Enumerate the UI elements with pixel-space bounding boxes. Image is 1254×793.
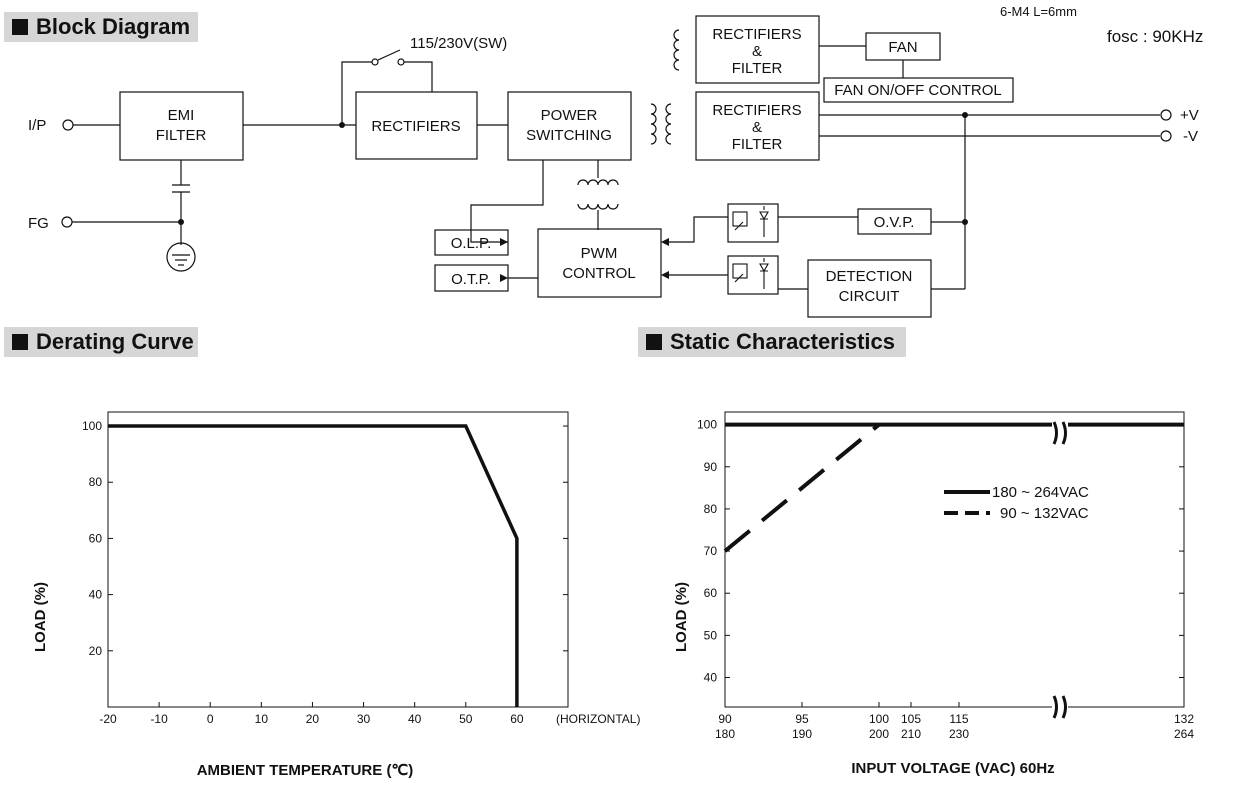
power-text-2: SWITCHING: [526, 127, 612, 144]
block-diagram-header: Block Diagram: [4, 12, 198, 42]
fosc-label: fosc : 90KHz: [1107, 27, 1203, 46]
static-header: Static Characteristics: [638, 327, 906, 357]
ovp-text: O.V.P.: [874, 214, 915, 231]
pos-terminal-label: +V: [1180, 107, 1199, 124]
static-x-tick-label-bottom: 200: [869, 727, 889, 741]
derating-y-tick-label: 80: [89, 475, 103, 489]
derating-x-tick-label: 20: [306, 712, 320, 726]
static-x-tick-label-bottom: 210: [901, 727, 921, 741]
rectf-top-text-1: RECTIFIERS: [712, 26, 801, 43]
fan-control-block: [823, 77, 1014, 103]
static-y-tick-label: 70: [704, 544, 718, 558]
optocoupler-bottom: [727, 255, 779, 295]
rectf-top-text-3: FILTER: [732, 60, 783, 77]
derating-x-tick-label: -20: [99, 712, 117, 726]
rectf-main-text-3: FILTER: [732, 136, 783, 153]
derating-y-tick-label: 60: [89, 531, 103, 545]
detection-circuit-block: [807, 259, 932, 318]
emi-text-1: EMI: [168, 107, 195, 124]
neg-terminal-label: -V: [1183, 128, 1198, 145]
axis-break-icon: [1052, 420, 1068, 720]
static-x-tick-label-bottom: 190: [792, 727, 812, 741]
derating-x-axis-label: AMBIENT TEMPERATURE (℃): [197, 762, 414, 779]
derating-x-tick-label: 60: [510, 712, 524, 726]
olp-block: [434, 229, 509, 256]
switch-label: 115/230V(SW): [410, 35, 507, 52]
derating-header: Derating Curve: [4, 327, 198, 357]
rectifiers-filter-fan-block: [695, 15, 820, 84]
static-x-tick-label-top: 100: [869, 712, 889, 726]
derating-y-tick-label: 20: [89, 644, 103, 658]
rectf-top-text-2: &: [752, 43, 762, 60]
power-switching-block: [507, 91, 632, 161]
rectf-main-text-2: &: [752, 119, 762, 136]
ip-terminal-label: I/P: [28, 117, 46, 134]
derating-x-tick-label: 10: [255, 712, 269, 726]
static-x-tick-label-bottom: 180: [715, 727, 735, 741]
header-square-icon: [12, 19, 28, 35]
static-x-axis-label: INPUT VOLTAGE (VAC) 60Hz: [851, 760, 1054, 777]
header-square-icon: [12, 334, 28, 350]
static-x-tick-label-bottom: 230: [949, 727, 969, 741]
emi-filter-block: [119, 91, 244, 161]
static-series-dashed: [723, 423, 881, 553]
pwm-text-1: PWM: [581, 245, 618, 262]
static-x-tick-label-top: 132: [1174, 712, 1194, 726]
pwm-control-block: [537, 228, 662, 298]
legend-dashed-label: 90 ~ 132VAC: [1000, 505, 1089, 522]
fg-terminal-label: FG: [28, 215, 49, 232]
static-x-tick-label-top: 90: [718, 712, 732, 726]
legend-solid-label: 180 ~ 264VAC: [992, 484, 1089, 501]
static-x-tick-label-bottom: 264: [1174, 727, 1194, 741]
static-y-tick-label: 60: [704, 586, 718, 600]
header-square-icon: [646, 334, 662, 350]
derating-x-tick-label: 40: [408, 712, 422, 726]
static-x-tick-label-top: 95: [795, 712, 809, 726]
ovp-block: [857, 208, 932, 235]
derating-y-tick-label: 40: [89, 588, 103, 602]
detection-text-1: DETECTION: [826, 268, 913, 285]
derating-y-tick-label: 100: [82, 419, 102, 433]
rectifiers-text: RECTIFIERS: [371, 118, 460, 135]
derating-title: Derating Curve: [36, 329, 194, 354]
static-y-tick-label: 80: [704, 502, 718, 516]
derating-x-note: (HORIZONTAL): [556, 712, 640, 726]
static-title: Static Characteristics: [670, 329, 895, 354]
derating-x-tick-label: -10: [150, 712, 168, 726]
fan-text: FAN: [888, 39, 917, 56]
rectf-main-text-1: RECTIFIERS: [712, 102, 801, 119]
power-text-1: POWER: [541, 107, 598, 124]
static-plot-area: [724, 411, 1185, 708]
pwm-text-2: CONTROL: [562, 265, 635, 282]
rectifiers-block: [355, 91, 478, 160]
static-y-axis-label: LOAD (%): [673, 582, 690, 652]
corner-note: 6-M4 L=6mm: [1000, 4, 1077, 19]
static-y-tick-label: 40: [704, 671, 718, 685]
static-legend: 180 ~ 264VAC 90 ~ 132VAC: [944, 484, 1089, 522]
derating-x-tick-label: 50: [459, 712, 473, 726]
static-y-tick-label: 100: [697, 418, 717, 432]
static-x-tick-label-top: 105: [901, 712, 921, 726]
rectifiers-filter-main-block: [695, 91, 820, 161]
derating-series-line: [108, 424, 519, 707]
fan-block: [865, 32, 941, 61]
emi-text-2: FILTER: [156, 127, 207, 144]
static-y-tick-label: 50: [704, 628, 718, 642]
derating-x-tick-label: 30: [357, 712, 371, 726]
derating-plot-area: [107, 411, 569, 708]
detection-text-2: CIRCUIT: [839, 288, 900, 305]
static-y-tick-label: 90: [704, 460, 718, 474]
derating-x-tick-label: 0: [207, 712, 214, 726]
otp-text: O.T.P.: [451, 271, 491, 288]
block-diagram-title: Block Diagram: [36, 14, 191, 39]
olp-text: O.L.P.: [451, 235, 492, 252]
derating-y-axis-label: LOAD (%): [32, 582, 49, 652]
optocoupler-top: [727, 203, 779, 243]
fan-control-text: FAN ON/OFF CONTROL: [834, 82, 1002, 99]
static-x-tick-label-top: 115: [949, 712, 968, 726]
